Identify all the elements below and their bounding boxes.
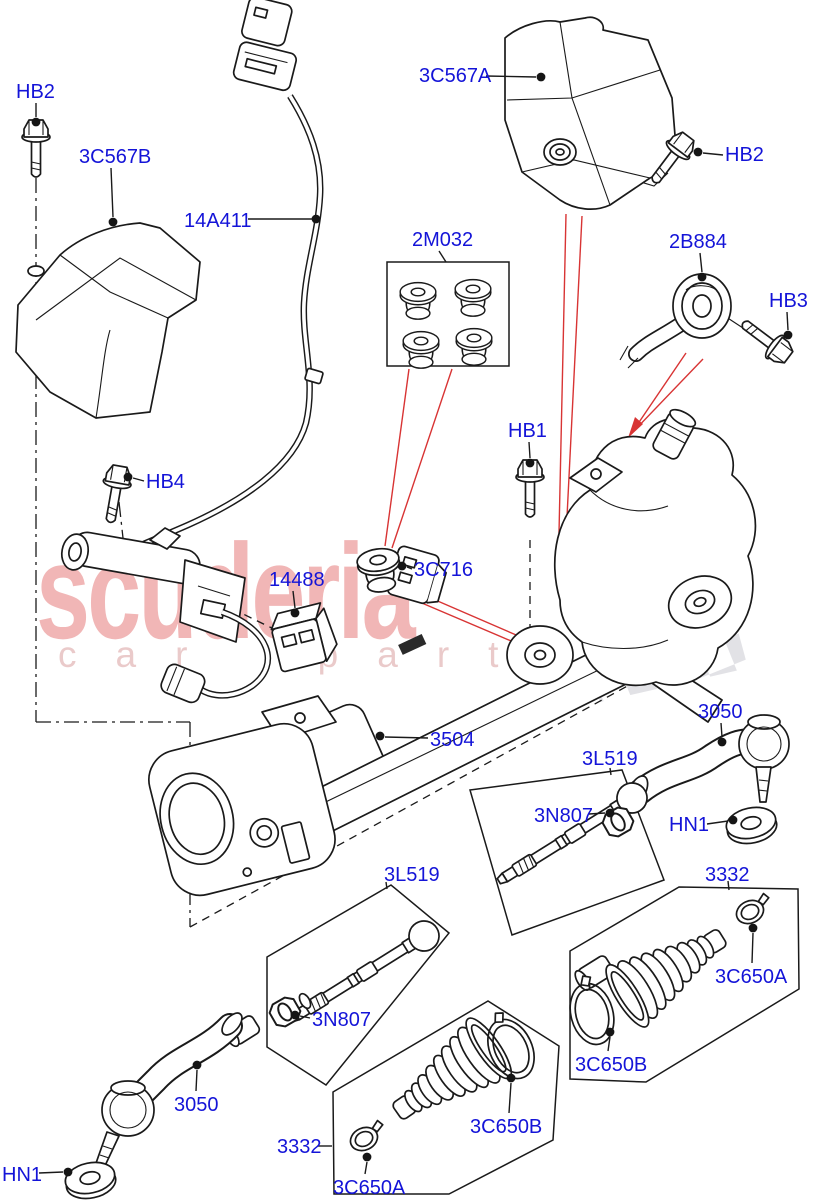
steering-gear-3504-drawing bbox=[148, 408, 757, 897]
leader-lines bbox=[31, 72, 793, 1177]
inner-tie-rod-left-drawing bbox=[224, 884, 451, 1086]
boot-kit-centre-drawing bbox=[332, 1000, 560, 1195]
part-label-hn1-left[interactable]: HN1 bbox=[2, 1164, 43, 1186]
part-label-hb2-right[interactable]: HB2 bbox=[725, 144, 764, 166]
red-reference-lines bbox=[384, 213, 704, 653]
part-label-hn1-right[interactable]: HN1 bbox=[669, 814, 710, 836]
part-label-3050-right[interactable]: 3050 bbox=[698, 701, 743, 723]
part-label-3l519-left[interactable]: 3L519 bbox=[384, 864, 440, 886]
part-label-3n807-right[interactable]: 3N807 bbox=[534, 805, 593, 827]
part-label-3504[interactable]: 3504 bbox=[430, 729, 475, 751]
harness-bracket-drawing bbox=[60, 527, 447, 704]
part-label-hb4[interactable]: HB4 bbox=[146, 471, 185, 493]
part-label-3c567a[interactable]: 3C567A bbox=[419, 65, 492, 87]
part-label-hb3[interactable]: HB3 bbox=[769, 290, 808, 312]
part-label-2m032[interactable]: 2M032 bbox=[412, 229, 474, 251]
bracket-2b884-drawing bbox=[619, 273, 732, 369]
bolt-hb2-left-drawing bbox=[21, 119, 51, 178]
part-label-3c650b-right[interactable]: 3C650B bbox=[575, 1054, 648, 1076]
part-label-14a411[interactable]: 14A411 bbox=[184, 210, 252, 232]
part-label-3332-right[interactable]: 3332 bbox=[705, 864, 750, 886]
bolt-hb1-drawing bbox=[515, 459, 545, 518]
boot-kit-right-drawing bbox=[560, 886, 800, 1083]
part-label-3c567b[interactable]: 3C567B bbox=[79, 146, 152, 168]
heat-shield-3c567b-drawing bbox=[15, 222, 201, 419]
sensor-connector-14488-drawing bbox=[270, 602, 338, 673]
part-label-3l519-right[interactable]: 3L519 bbox=[582, 748, 638, 770]
part-label-hb1[interactable]: HB1 bbox=[508, 420, 547, 442]
harness-14a411-drawing bbox=[102, 0, 324, 564]
outer-tie-rod-left-drawing bbox=[61, 1012, 243, 1200]
part-label-3c650a-centre[interactable]: 3C650A bbox=[333, 1177, 406, 1199]
part-label-hb2-left[interactable]: HB2 bbox=[16, 81, 55, 103]
heat-shield-3c567a-drawing bbox=[504, 16, 677, 210]
part-label-3c716[interactable]: 3C716 bbox=[414, 559, 473, 581]
part-label-3c650b-centre[interactable]: 3C650B bbox=[470, 1116, 543, 1138]
grommet-kit-2m032-drawing bbox=[386, 261, 510, 369]
inner-tie-rod-right-drawing bbox=[469, 769, 665, 936]
part-label-3n807-left[interactable]: 3N807 bbox=[312, 1009, 371, 1031]
part-label-3c650a-right[interactable]: 3C650A bbox=[715, 966, 788, 988]
part-label-14488[interactable]: 14488 bbox=[269, 569, 325, 591]
part-label-3050-left[interactable]: 3050 bbox=[174, 1094, 219, 1116]
red-arrowhead bbox=[628, 417, 643, 438]
part-label-2b884[interactable]: 2B884 bbox=[669, 231, 727, 253]
part-label-3332-centre[interactable]: 3332 bbox=[277, 1136, 322, 1158]
